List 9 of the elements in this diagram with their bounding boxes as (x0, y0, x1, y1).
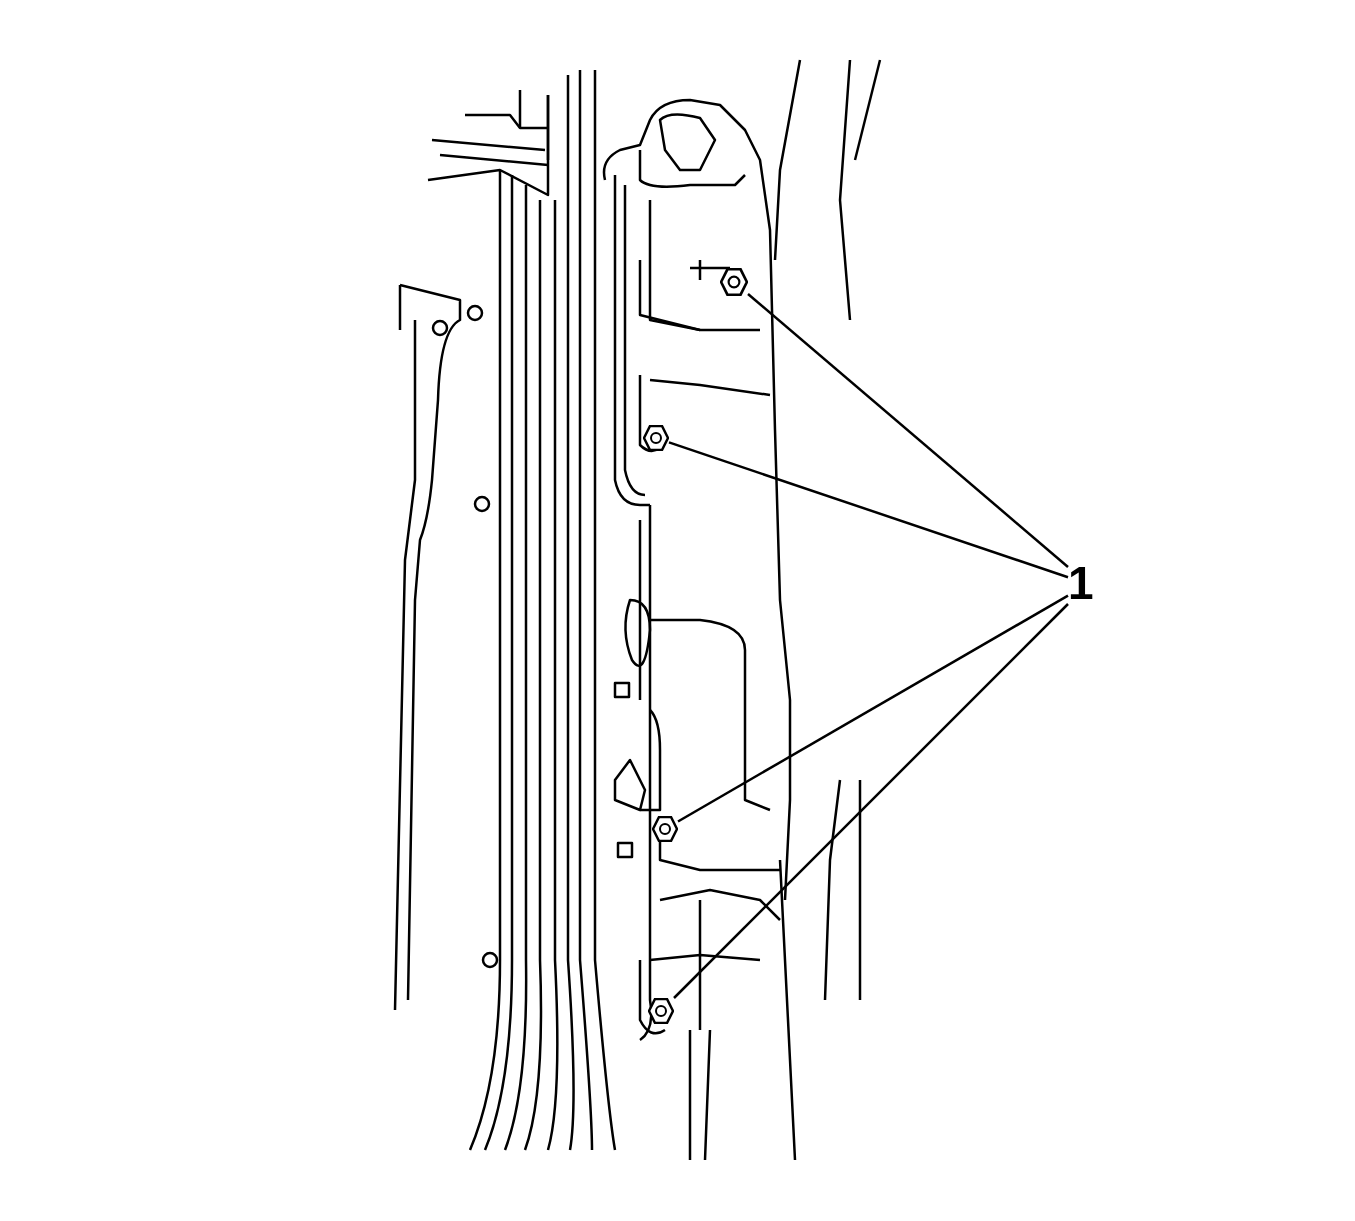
bolt-icon (720, 268, 748, 296)
leader-line (747, 293, 1069, 568)
bolt-icon (652, 816, 678, 842)
leader-line (677, 594, 1069, 823)
bolt-icon (643, 425, 669, 451)
callout-number: 1 (1068, 560, 1108, 608)
bolt-icon (648, 998, 674, 1024)
leader-line (673, 603, 1069, 999)
leader-line (668, 441, 1069, 579)
